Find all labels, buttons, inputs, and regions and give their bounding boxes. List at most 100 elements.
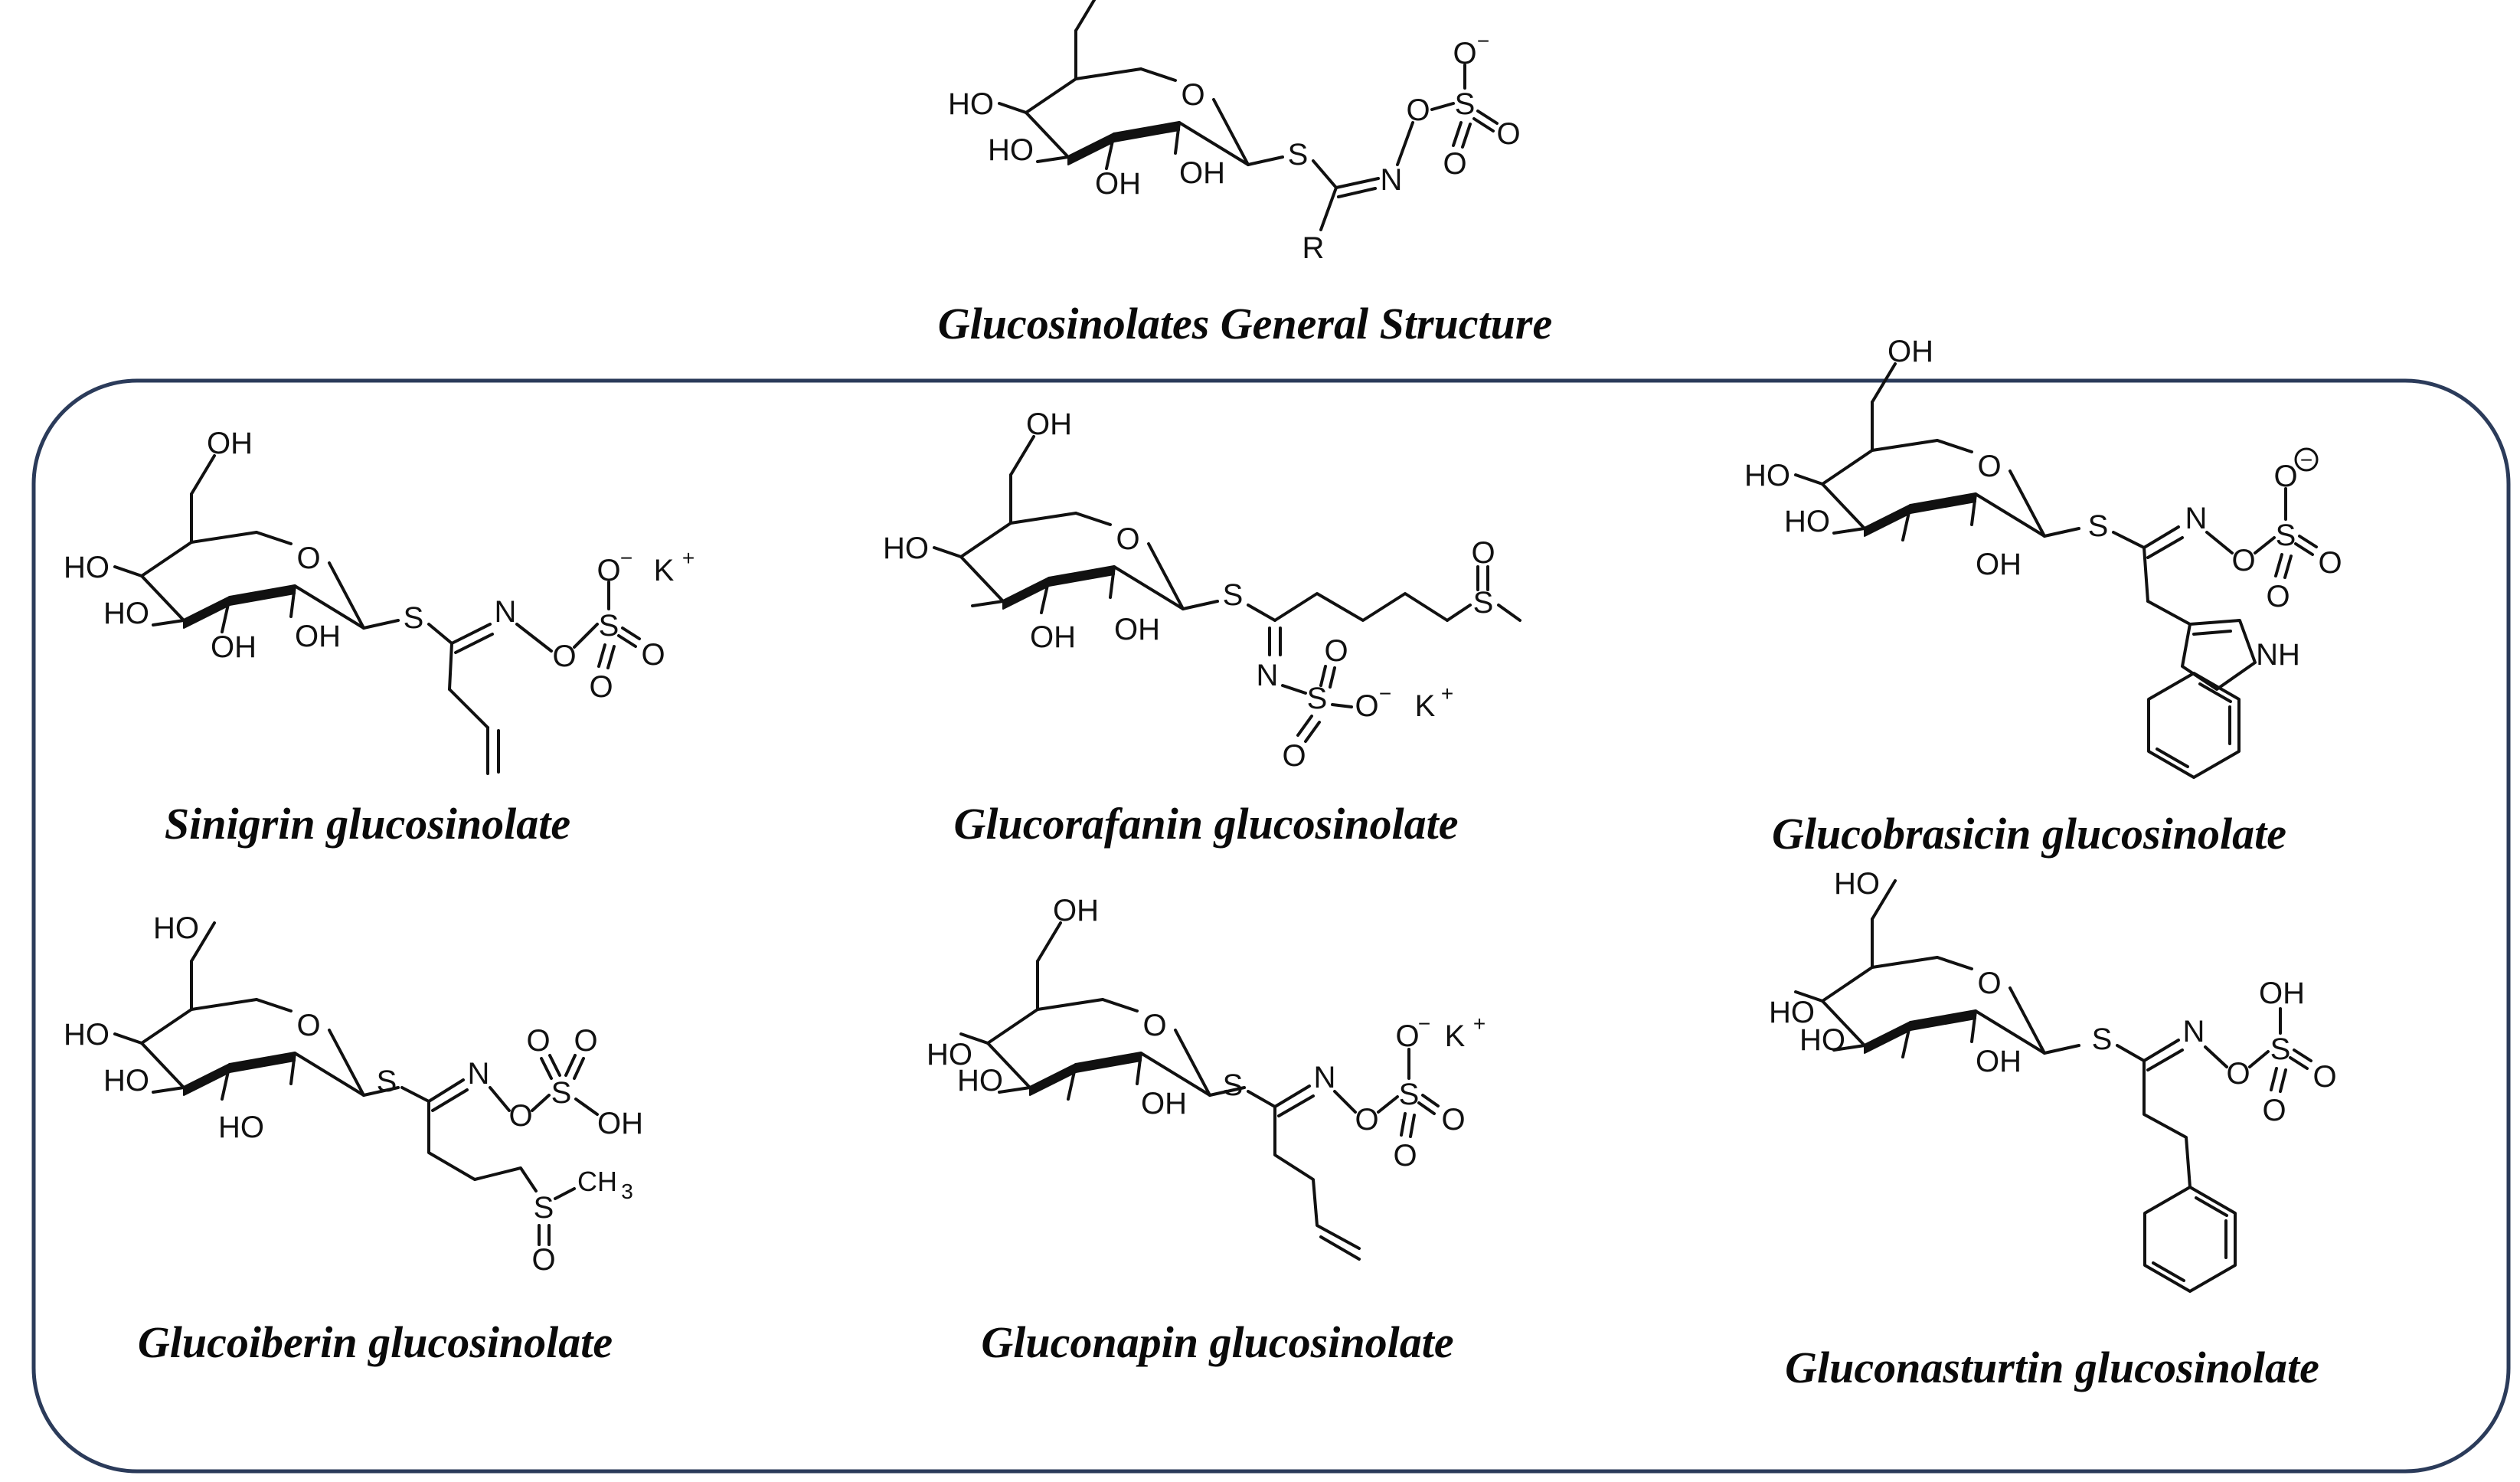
glucobrasicin-structure: O OH HO HO OH S N O S O − O O NH: [1744, 335, 2342, 779]
ring-oxygen-label: O: [296, 541, 320, 575]
hydroxyl-label: HO: [957, 1064, 1003, 1098]
hydroxymethyl-label: OH: [207, 427, 253, 460]
sulfate-oxygen-label: O: [2273, 460, 2297, 493]
charge-plus-label: +: [1473, 1012, 1486, 1035]
hydroxymethyl-label: HO: [153, 911, 199, 945]
sulfate-oxygen-label: O: [589, 670, 613, 704]
sulfate-sulfur-label: S: [1399, 1078, 1420, 1111]
oxime-nitrogen-label: N: [495, 595, 517, 629]
hydroxyl-label: HO: [64, 1018, 109, 1052]
glucoiberin-caption: Glucoiberin glucosinolate: [138, 1317, 613, 1367]
thio-sulfur-label: S: [1223, 578, 1244, 612]
ring-oxygen-label: O: [1977, 450, 2001, 483]
sulfate-oxygen-label: O: [1441, 1103, 1465, 1137]
sulfate-hydroxyl-label: OH: [597, 1107, 643, 1140]
indole-nh-label: NH: [2256, 638, 2300, 672]
oxime-nitrogen-label: N: [2183, 1015, 2205, 1049]
thio-sulfur-label: S: [404, 601, 424, 635]
compounds-frame: [31, 378, 2511, 1474]
sulfate-oxygen-label: O: [1453, 37, 1476, 70]
gluconapin-structure: O OH HO HO OH S N O S O − K + O O: [927, 894, 1486, 1261]
thio-sulfur-label: S: [1223, 1068, 1244, 1102]
hydroxyl-label: HO: [64, 551, 109, 584]
oxime-oxygen-label: O: [2226, 1057, 2250, 1091]
ring-oxygen-label: O: [296, 1009, 320, 1042]
gluconasturtin-structure: O HO HO HO OH S N O S OH O O: [1769, 867, 2337, 1293]
sulfate-sulfur-label: S: [2276, 519, 2296, 552]
sulfoxide-sulfur-label: S: [1473, 586, 1494, 620]
charge-minus-label: −: [1477, 29, 1489, 53]
sulfate-hydroxyl-label: OH: [2259, 977, 2305, 1010]
hydroxyl-label: OH: [295, 620, 341, 653]
sulfate-oxygen-label: O: [596, 554, 620, 587]
hydroxyl-label: OH: [1976, 548, 2022, 581]
charge-minus-label: −: [2300, 448, 2312, 472]
hydroxyl-label: OH: [1114, 613, 1160, 646]
sulfate-oxygen-label: O: [1282, 739, 1306, 773]
methyl-subscript-label: 3: [621, 1179, 633, 1203]
sulfate-oxygen-label: O: [1395, 1019, 1419, 1053]
r-group-label: R: [1302, 231, 1325, 265]
hydroxyl-label: HO: [1784, 505, 1830, 538]
hydroxyl-label: OH: [1179, 156, 1225, 190]
ring-oxygen-label: O: [1142, 1009, 1166, 1042]
hydroxyl-label: OH: [1976, 1045, 2022, 1078]
hydroxyl-label: OH: [1141, 1087, 1187, 1120]
oxime-oxygen-label: O: [1406, 93, 1430, 127]
oxime-oxygen-label: O: [508, 1099, 532, 1133]
thio-sulfur-label: S: [2088, 509, 2109, 543]
charge-minus-label: −: [1418, 1012, 1430, 1035]
hydroxyl-label: OH: [211, 630, 257, 664]
hydroxyl-label: HO: [1799, 1023, 1845, 1057]
sulfate-oxygen-label: O: [641, 638, 665, 672]
general-structure-caption: Glucosinolates General Structure: [938, 299, 1552, 348]
sulfate-oxygen-label: O: [2312, 1060, 2336, 1094]
charge-minus-label: −: [620, 546, 632, 570]
sulfate-oxygen-label: O: [2266, 580, 2290, 613]
oxime-oxygen-label: O: [1355, 1103, 1378, 1137]
glucobrasicin-caption: Glucobrasicin glucosinolate: [1772, 809, 2286, 859]
ring-oxygen-label: O: [1116, 522, 1139, 556]
sulfate-oxygen-label: O: [526, 1024, 550, 1058]
sulfate-oxygen-label: O: [2262, 1094, 2286, 1127]
sulfoxide-sulfur-label: S: [534, 1191, 554, 1225]
charge-plus-label: +: [682, 546, 695, 570]
methyl-label: CH: [577, 1166, 617, 1197]
thio-sulfur-label: S: [377, 1065, 397, 1098]
sulfate-oxygen-label: O: [574, 1024, 597, 1058]
glucorafanin-structure: O OH HO OH OH S S O N S O O O − K +: [883, 407, 1521, 773]
sulfoxide-oxygen-label: O: [1471, 536, 1495, 570]
hydroxyl-label: HO: [218, 1111, 264, 1144]
gluconapin-caption: Gluconapin glucosinolate: [981, 1317, 1453, 1367]
hydroxymethyl-label: OH: [1053, 894, 1099, 927]
glucoiberin-structure: O HO HO HO HO S N O S O O OH S CH 3 O: [64, 911, 643, 1277]
sulfate-oxygen-label: O: [2318, 546, 2342, 580]
charge-circle: [2294, 447, 2319, 472]
charge-minus-label: −: [1379, 682, 1391, 705]
potassium-label: K: [1415, 689, 1436, 723]
hydroxymethyl-label: OH: [1026, 407, 1072, 441]
sulfate-sulfur-label: S: [551, 1076, 572, 1110]
hydroxyl-label: HO: [103, 597, 149, 630]
hydroxyl-label: HO: [1769, 996, 1815, 1029]
hydroxyl-label: HO: [988, 133, 1034, 167]
sulfate-oxygen-label: O: [1443, 147, 1466, 181]
potassium-label: K: [1445, 1019, 1466, 1053]
potassium-label: K: [654, 554, 675, 587]
oxime-nitrogen-label: N: [1314, 1061, 1336, 1094]
gluconasturtin-caption: Gluconasturtin glucosinolate: [1785, 1343, 2319, 1392]
hydroxyl-label: HO: [103, 1064, 149, 1098]
oxime-nitrogen-label: N: [468, 1057, 490, 1091]
sulfate-oxygen-label: O: [1393, 1139, 1417, 1173]
sulfate-sulfur-label: S: [1307, 682, 1328, 715]
sinigrin-caption: Sinigrin glucosinolate: [165, 799, 570, 849]
sulfate-sulfur-label: S: [1455, 87, 1476, 121]
oxime-oxygen-label: O: [2231, 544, 2255, 577]
sulfate-sulfur-label: S: [2270, 1032, 2291, 1066]
sulfoxide-oxygen-label: O: [531, 1243, 555, 1277]
sinigrin-structure: O OH HO HO OH OH S N O S O − K + O O: [64, 427, 695, 775]
sulfate-sulfur-label: S: [599, 609, 619, 643]
hydroxyl-label: HO: [948, 87, 994, 121]
thio-sulfur-label: S: [1288, 138, 1309, 172]
